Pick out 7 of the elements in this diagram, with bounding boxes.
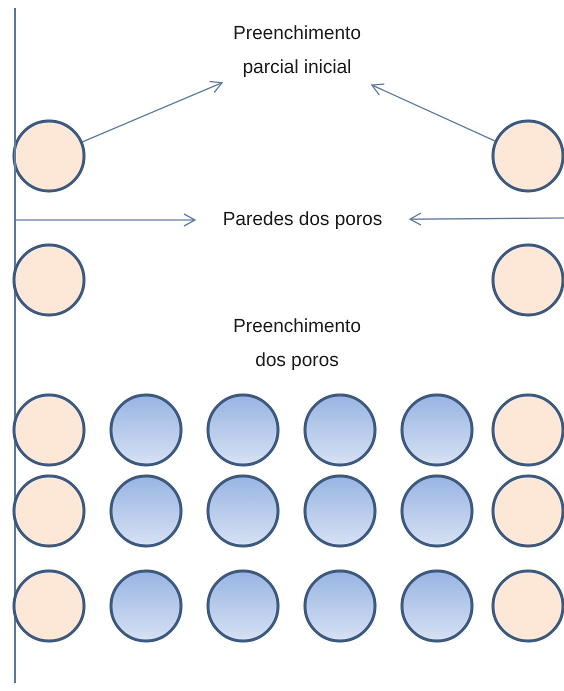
text-label: Preenchimento dos poros: [232, 315, 362, 373]
node-label: Preenchimento parcial inicial: [232, 22, 362, 80]
arrow: [16, 213, 196, 227]
arrow: [371, 83, 496, 142]
node-label: Paredes dos poros: [222, 208, 384, 232]
arrow: [409, 212, 564, 226]
arrow: [82, 80, 223, 143]
